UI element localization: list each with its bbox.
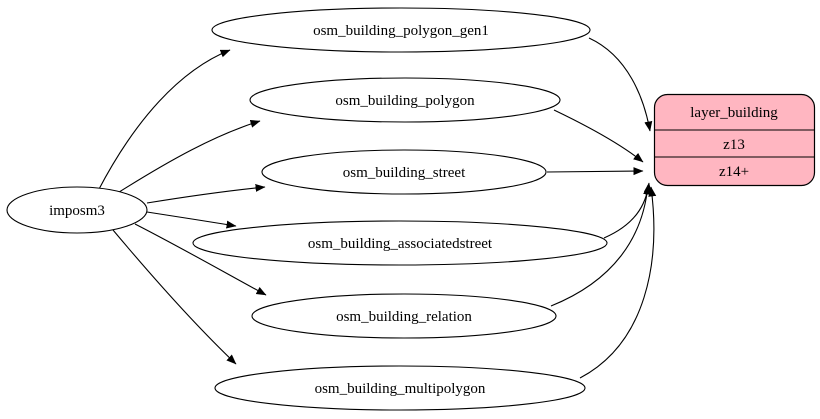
osm_building_relation-label: osm_building_relation (336, 309, 472, 325)
edge-osm_building_relation-to-z14 (550, 184, 652, 307)
node-osm_building_polygon_gen1: osm_building_polygon_gen1 (211, 7, 591, 53)
edge-imposm3-to-osm_building_multipolygon (112, 229, 237, 365)
osm_building_relation-ellipse (251, 293, 557, 339)
imposm3-label: imposm3 (49, 203, 105, 219)
edge-imposm3-to-osm_building_polygon_gen1 (97, 49, 231, 192)
osm_building_multipolygon-label: osm_building_multipolygon (315, 381, 486, 397)
edge-osm_building_associatedstreet-to-z14 (603, 182, 652, 239)
edge-group (97, 37, 657, 379)
edge-imposm3-to-osm_building_associatedstreet (146, 211, 237, 229)
layer_building-box (653, 93, 816, 187)
edge-osm_building_polygon_gen1-to-z13 (588, 37, 653, 132)
osm_building_associatedstreet-ellipse (192, 220, 608, 266)
osm_building_street-ellipse (261, 149, 547, 195)
osm_building_polygon-ellipse (249, 77, 561, 123)
osm_building_multipolygon-ellipse (214, 365, 586, 411)
node-osm_building_polygon: osm_building_polygon (249, 77, 561, 123)
node-osm_building_street: osm_building_street (261, 149, 547, 195)
layer_building-row-z13: z13 (723, 137, 745, 153)
edge-imposm3-to-osm_building_polygon (115, 120, 261, 195)
edge-imposm3-to-osm_building_relation (134, 223, 267, 296)
osm_building_polygon-label: osm_building_polygon (335, 93, 475, 109)
node-osm_building_associatedstreet: osm_building_associatedstreet (192, 220, 608, 266)
edge-osm_building_multipolygon-to-z14 (579, 186, 657, 379)
edge-osm_building_street-to-z14 (546, 167, 644, 176)
osm_building_associatedstreet-label: osm_building_associatedstreet (308, 236, 493, 252)
node-layer_building: layer_building z13 z14+ (653, 93, 816, 187)
node-osm_building_relation: osm_building_relation (251, 293, 557, 339)
edge-imposm3-to-osm_building_street (146, 183, 266, 204)
osm_building_street-label: osm_building_street (343, 165, 466, 181)
osm_building_polygon_gen1-ellipse (211, 7, 591, 53)
edge-osm_building_polygon-to-z14 (553, 109, 644, 163)
layer_building-title: layer_building (690, 105, 778, 121)
layer_building-row-z14: z14+ (719, 164, 749, 180)
node-osm_building_multipolygon: osm_building_multipolygon (214, 365, 586, 411)
node-imposm3: imposm3 (6, 186, 148, 234)
osm_building_polygon_gen1-label: osm_building_polygon_gen1 (313, 23, 489, 39)
imposm3-ellipse (6, 186, 148, 234)
